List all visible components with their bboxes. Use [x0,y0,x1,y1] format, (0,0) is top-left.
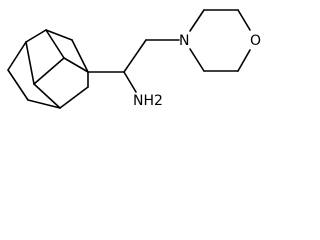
structure-canvas: N O NH2 [0,0,272,118]
nitrogen-label: N [179,33,189,49]
bond [25,29,47,43]
bond [33,57,65,85]
bond [27,99,61,109]
molecule-diagram: N O NH2 [7,9,261,109]
oxygen-label: O [250,33,261,49]
bond [123,39,147,73]
bond [45,29,73,41]
bond [7,69,29,101]
bond [25,41,35,85]
bond [45,29,65,59]
bond [237,9,251,31]
amine-label: NH2 [133,93,163,109]
bond [123,71,137,93]
bond [71,39,89,73]
morpholine-ring [189,9,251,72]
bond [59,86,89,109]
bond [189,9,205,32]
bond [189,48,205,72]
bond [237,49,251,72]
bond [63,57,89,73]
bond [33,83,61,109]
bond [7,41,27,71]
side-chain [87,39,180,93]
adamantane-cage [7,29,89,109]
